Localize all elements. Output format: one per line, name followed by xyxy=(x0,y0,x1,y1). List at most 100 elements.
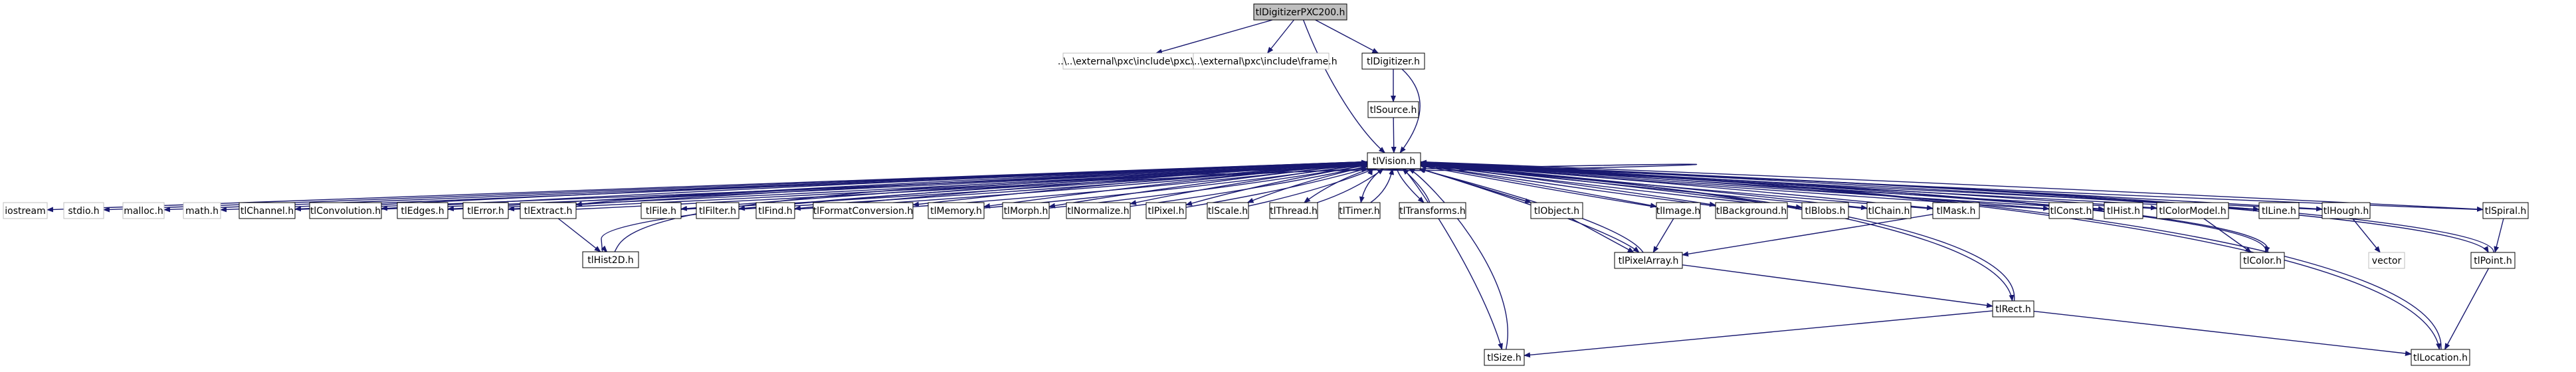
node-formatconv[interactable]: tlFormatConversion.h xyxy=(813,202,914,219)
node-morph-box xyxy=(1002,202,1050,219)
edge-extract-to-hist2d xyxy=(557,218,601,252)
node-frame: ..\..\external\pxc\include\frame.h xyxy=(1185,52,1338,70)
node-frame-label: ..\..\external\pxc\include\frame.h xyxy=(1185,56,1337,67)
node-channel[interactable]: tlChannel.h xyxy=(239,202,296,219)
node-source-label: tlSource.h xyxy=(1370,105,1417,116)
node-vector-box xyxy=(2368,252,2405,269)
node-location-box xyxy=(2411,349,2470,366)
node-scale[interactable]: tlScale.h xyxy=(1207,202,1249,219)
node-vision-label: tlVision.h xyxy=(1373,156,1415,167)
node-stdio-label: stdio.h xyxy=(68,206,99,217)
node-color[interactable]: tlColor.h xyxy=(2240,252,2285,269)
edge-vision-to-transforms xyxy=(1396,168,1425,203)
node-pixel-label: tlPixel.h xyxy=(1147,206,1184,217)
node-rect[interactable]: tlRect.h xyxy=(1992,300,2034,318)
node-filter[interactable]: tlFilter.h xyxy=(696,202,740,219)
node-image-box xyxy=(1656,202,1701,219)
node-vector-label: vector xyxy=(2372,256,2402,266)
node-find[interactable]: tlFind.h xyxy=(755,202,795,219)
edge-hist2d-to-vision xyxy=(614,163,1698,252)
node-chain[interactable]: tlChain.h xyxy=(1866,202,1912,219)
node-transforms-label: tlTransforms.h xyxy=(1399,206,1466,217)
node-blobs[interactable]: tlBlobs.h xyxy=(1801,202,1849,219)
node-digitizer[interactable]: tlDigitizer.h xyxy=(1361,52,1425,70)
node-background[interactable]: tlBackground.h xyxy=(1715,202,1788,219)
node-extract[interactable]: tlExtract.h xyxy=(520,202,577,219)
node-object-box xyxy=(1530,202,1583,219)
node-const-label: tlConst.h xyxy=(2050,206,2092,217)
edge-formatconv-to-vision xyxy=(912,161,1368,208)
node-pixel[interactable]: tlPixel.h xyxy=(1145,202,1187,219)
node-thread[interactable]: tlThread.h xyxy=(1269,202,1318,219)
node-chain-label: tlChain.h xyxy=(1868,206,1910,217)
node-pxc: ..\..\external\pxc\include\pxc.h xyxy=(1058,52,1199,70)
node-transforms[interactable]: tlTransforms.h xyxy=(1399,202,1466,219)
node-timer-box xyxy=(1338,202,1381,219)
node-object[interactable]: tlObject.h xyxy=(1530,202,1583,219)
node-hough-label: tlHough.h xyxy=(2324,206,2369,217)
node-timer-label: tlTimer.h xyxy=(1339,206,1379,217)
node-const[interactable]: tlConst.h xyxy=(2048,202,2094,219)
node-point-label: tlPoint.h xyxy=(2474,256,2512,266)
node-hough[interactable]: tlHough.h xyxy=(2322,202,2371,219)
node-extract-box xyxy=(520,202,577,219)
node-root[interactable]: tlDigitizerPXC200.h xyxy=(1253,3,1347,21)
node-stdio: stdio.h xyxy=(63,202,104,219)
node-extract-label: tlExtract.h xyxy=(524,206,573,217)
node-memory[interactable]: tlMemory.h xyxy=(928,202,985,219)
edge-image-to-pixelarray xyxy=(1652,218,1674,253)
edge-normalize-to-vision xyxy=(1130,165,1368,207)
node-stdio-box xyxy=(63,202,104,219)
node-scale-box xyxy=(1207,202,1249,219)
node-size[interactable]: tlSize.h xyxy=(1484,349,1525,366)
node-size-box xyxy=(1484,349,1525,366)
node-mask[interactable]: tlMask.h xyxy=(1932,202,1980,219)
node-image-label: tlImage.h xyxy=(1656,206,1701,217)
node-spiral-box xyxy=(2482,202,2529,219)
node-pxc-label: ..\..\external\pxc\include\pxc.h xyxy=(1058,56,1199,67)
edge-error-to-vision xyxy=(508,160,1368,211)
node-pixelarray[interactable]: tlPixelArray.h xyxy=(1614,252,1683,269)
node-convolution[interactable]: tlConvolution.h xyxy=(309,202,382,219)
node-thread-label: tlThread.h xyxy=(1270,206,1318,217)
edge-transforms-to-vision xyxy=(1402,168,1431,203)
node-blobs-label: tlBlobs.h xyxy=(1805,206,1846,217)
node-vision-box xyxy=(1367,152,1421,169)
node-find-label: tlFind.h xyxy=(758,206,792,217)
node-timer[interactable]: tlTimer.h xyxy=(1338,202,1381,219)
node-source[interactable]: tlSource.h xyxy=(1367,101,1419,118)
node-normalize[interactable]: tlNormalize.h xyxy=(1066,202,1131,219)
node-hist2d[interactable]: tlHist2D.h xyxy=(582,251,639,268)
node-line[interactable]: tlLine.h xyxy=(2258,202,2300,219)
node-background-label: tlBackground.h xyxy=(1716,206,1787,217)
node-pixelarray-label: tlPixelArray.h xyxy=(1619,256,1679,266)
edge-vision-to-image xyxy=(1420,164,1657,209)
node-error[interactable]: tlError.h xyxy=(462,202,509,219)
edge-extract-to-vision xyxy=(575,160,1368,210)
node-point[interactable]: tlPoint.h xyxy=(2470,252,2516,269)
node-color-box xyxy=(2240,252,2285,269)
node-location[interactable]: tlLocation.h xyxy=(2411,349,2470,366)
node-edges[interactable]: tlEdges.h xyxy=(397,202,448,219)
edge-location-to-vision xyxy=(1420,161,2442,350)
node-rect-label: tlRect.h xyxy=(1995,304,2031,315)
node-spiral[interactable]: tlSpiral.h xyxy=(2482,202,2529,219)
node-scale-label: tlScale.h xyxy=(1208,206,1248,217)
node-morph[interactable]: tlMorph.h xyxy=(1002,202,1050,219)
edge-rect-to-location xyxy=(2033,310,2412,356)
node-math-label: math.h xyxy=(185,206,219,217)
node-thread-box xyxy=(1269,202,1318,219)
node-channel-label: tlChannel.h xyxy=(241,206,294,217)
node-vision[interactable]: tlVision.h xyxy=(1367,152,1421,169)
edge-timer-to-vision xyxy=(1370,168,1395,203)
node-image[interactable]: tlImage.h xyxy=(1656,202,1701,219)
edge-color-to-vision xyxy=(1420,163,2268,253)
node-colormodel[interactable]: tlColorModel.h xyxy=(2156,202,2229,219)
node-file[interactable]: tlFile.h xyxy=(641,202,682,219)
node-hist[interactable]: tlHist.h xyxy=(2104,202,2143,219)
node-digitizer-box xyxy=(1361,52,1425,70)
node-hist2d-box xyxy=(582,251,639,268)
node-digitizer-label: tlDigitizer.h xyxy=(1367,56,1420,67)
node-mask-box xyxy=(1932,202,1980,219)
